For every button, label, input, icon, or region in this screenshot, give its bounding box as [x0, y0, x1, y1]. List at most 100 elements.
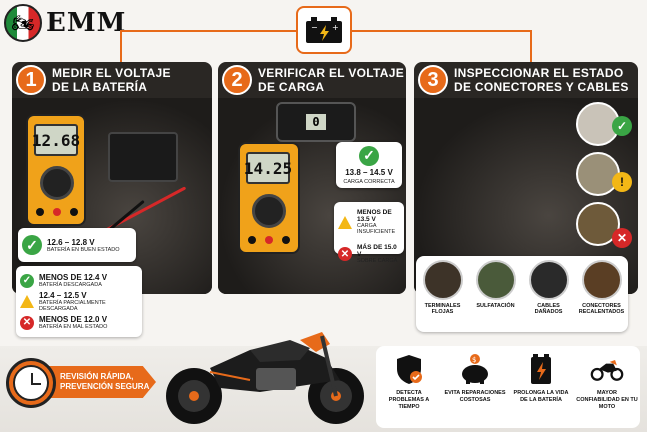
step-title-line2: DE CARGA: [258, 80, 325, 94]
battery-charge-icon: [524, 352, 558, 386]
issue-item: TERMINALES FLOJAS: [418, 260, 468, 332]
cluster-display: 0: [306, 114, 326, 130]
warning-icon: !: [612, 172, 632, 192]
step-title: INSPECCIONAR EL ESTADO DE CONECTORES Y C…: [454, 66, 629, 94]
step-title-line1: VERIFICAR EL VOLTAJE: [258, 66, 405, 80]
svg-text:−: −: [311, 23, 318, 32]
multimeter-jacks: [36, 208, 78, 218]
charge-ok-label: CARGA CORRECTA: [343, 178, 395, 185]
svg-text:+: +: [332, 23, 339, 32]
level-label: BATERÍA EN MAL ESTADO: [39, 324, 108, 330]
issue-item: CONECTORES RECALENTADOS: [577, 260, 627, 332]
battery-photo: [108, 132, 178, 182]
motorcycle-image: [166, 332, 364, 424]
battery-ok-range: 12.6 – 12.8 V: [47, 237, 95, 247]
clock-icon: [6, 358, 56, 408]
battery-ok-card: ✓ 12.6 – 12.8 V BATERÍA EN BUEN ESTADO: [18, 228, 136, 262]
benefit-item: DETECTA PROBLEMAS A TIEMPO: [378, 352, 440, 411]
step-title-line1: MEDIR EL VOLTAJE: [52, 66, 171, 80]
instrument-cluster: 0: [276, 102, 356, 142]
multimeter: 12.68: [26, 114, 86, 226]
benefit-item: PROLONGA LA VIDA DE LA BATERÍA: [510, 352, 572, 404]
shield-check-icon: [392, 352, 426, 386]
step-title-line2: DE CONECTORES Y CABLES: [454, 80, 629, 94]
step-1-panel: 1 MEDIR EL VOLTAJE DE LA BATERÍA 12.68 ✓…: [12, 62, 212, 294]
multimeter-display: 12.68: [32, 124, 80, 156]
step-title: MEDIR EL VOLTAJE DE LA BATERÍA: [52, 66, 171, 94]
level-value: MENOS DE 13.5 V: [357, 209, 392, 223]
issue-label: CONECTORES RECALENTADOS: [578, 303, 625, 315]
step-2-header: 2 VERIFICAR EL VOLTAJE DE CARGA: [218, 62, 406, 98]
level-value: MÁS DE 15.0 V: [357, 244, 397, 258]
charge-ok-range: 13.8 – 14.5 V: [345, 167, 393, 177]
level-value: MENOS DE 12.4 V: [39, 273, 108, 282]
issue-label: SULFATACIÓN: [476, 303, 515, 309]
step-title-line1: INSPECCIONAR EL ESTADO: [454, 66, 624, 80]
tagline-line2: PREVENCIÓN SEGURA: [60, 382, 150, 391]
step-title-line2: DE LA BATERÍA: [52, 80, 148, 94]
multimeter-dial: [40, 166, 74, 200]
brand-logo: 🏍 EMM: [4, 4, 126, 42]
level-label: CARGA INSUFICIENTE: [357, 223, 396, 235]
step-number: 2: [222, 65, 252, 95]
check-icon: ✓: [20, 273, 34, 288]
level-label: BATERÍA DESCARGADA: [39, 282, 102, 288]
step-2-panel: 2 VERIFICAR EL VOLTAJE DE CARGA 0 14.25 …: [218, 62, 406, 294]
benefit-label: PROLONGA LA VIDA DE LA BATERÍA: [513, 390, 569, 403]
warning-icon: [338, 215, 352, 229]
check-icon: ✓: [359, 145, 379, 166]
benefit-item: $ EVITA REPARACIONES COSTOSAS: [444, 352, 506, 404]
connector-line-right: [352, 30, 532, 32]
tagline-banner: REVISIÓN RÁPIDA, PREVENCIÓN SEGURA: [46, 366, 156, 398]
multimeter-dial: [252, 194, 286, 228]
level-label: BATERÍA PARCIALMENTE DESCARGADA: [39, 300, 106, 312]
benefit-label: EVITA REPARACIONES COSTOSAS: [444, 390, 506, 403]
step-3-header: 3 INSPECCIONAR EL ESTADO DE CONECTORES Y…: [414, 62, 638, 98]
piggy-bank-icon: $: [458, 352, 492, 386]
worn-connector-image: [576, 152, 620, 196]
battery-ok-label: BATERÍA EN BUEN ESTADO: [47, 246, 120, 253]
level-value: 12.4 – 12.5 V: [39, 291, 87, 300]
check-icon: ✓: [612, 116, 632, 136]
step-title: VERIFICAR EL VOLTAJE DE CARGA: [258, 66, 404, 94]
issue-label: CABLES DAÑADOS: [534, 303, 563, 315]
cross-icon: ✕: [338, 247, 352, 261]
overheated-connector-icon: [581, 260, 622, 300]
benefit-label: DETECTA PROBLEMAS A TIEMPO: [388, 390, 430, 410]
issue-label: TERMINALES FLOJAS: [424, 303, 461, 315]
connector-issues-card: TERMINALES FLOJAS SULFATACIÓN CABLES DAÑ…: [416, 256, 628, 332]
warning-icon: [20, 295, 34, 308]
connector-drop-right: [530, 30, 532, 62]
level-label: SOBRE CARGA: [357, 258, 398, 264]
sulfation-icon: [475, 260, 516, 300]
issue-item: SULFATACIÓN: [471, 260, 521, 332]
benefits-card: DETECTA PROBLEMAS A TIEMPO $ EVITA REPAR…: [376, 346, 640, 428]
level-value: MENOS DE 12.0 V: [39, 315, 108, 324]
cross-icon: ✕: [20, 315, 34, 330]
benefit-label: MAYOR CONFIABILIDAD EN TU MOTO: [576, 390, 638, 410]
check-icon: ✓: [22, 235, 42, 255]
connector-line-left: [120, 30, 296, 32]
charge-ok-card: ✓ 13.8 – 14.5 V CARGA CORRECTA: [336, 142, 402, 188]
connector-drop-left: [120, 30, 122, 62]
benefit-item: MAYOR CONFIABILIDAD EN TU MOTO: [576, 352, 638, 411]
cross-icon: ✕: [612, 228, 632, 248]
step-number: 3: [418, 65, 448, 95]
issue-item: CABLES DAÑADOS: [524, 260, 574, 332]
step-1-header: 1 MEDIR EL VOLTAJE DE LA BATERÍA: [12, 62, 212, 98]
loose-terminal-icon: [422, 260, 463, 300]
motorcycle-logo-icon: 🏍: [4, 4, 42, 42]
step-number: 1: [16, 65, 46, 95]
motorcycle-icon: [590, 352, 624, 386]
damaged-cable-icon: [528, 260, 569, 300]
multimeter-display: 14.25: [244, 152, 292, 184]
multimeter: 14.25: [238, 142, 300, 254]
